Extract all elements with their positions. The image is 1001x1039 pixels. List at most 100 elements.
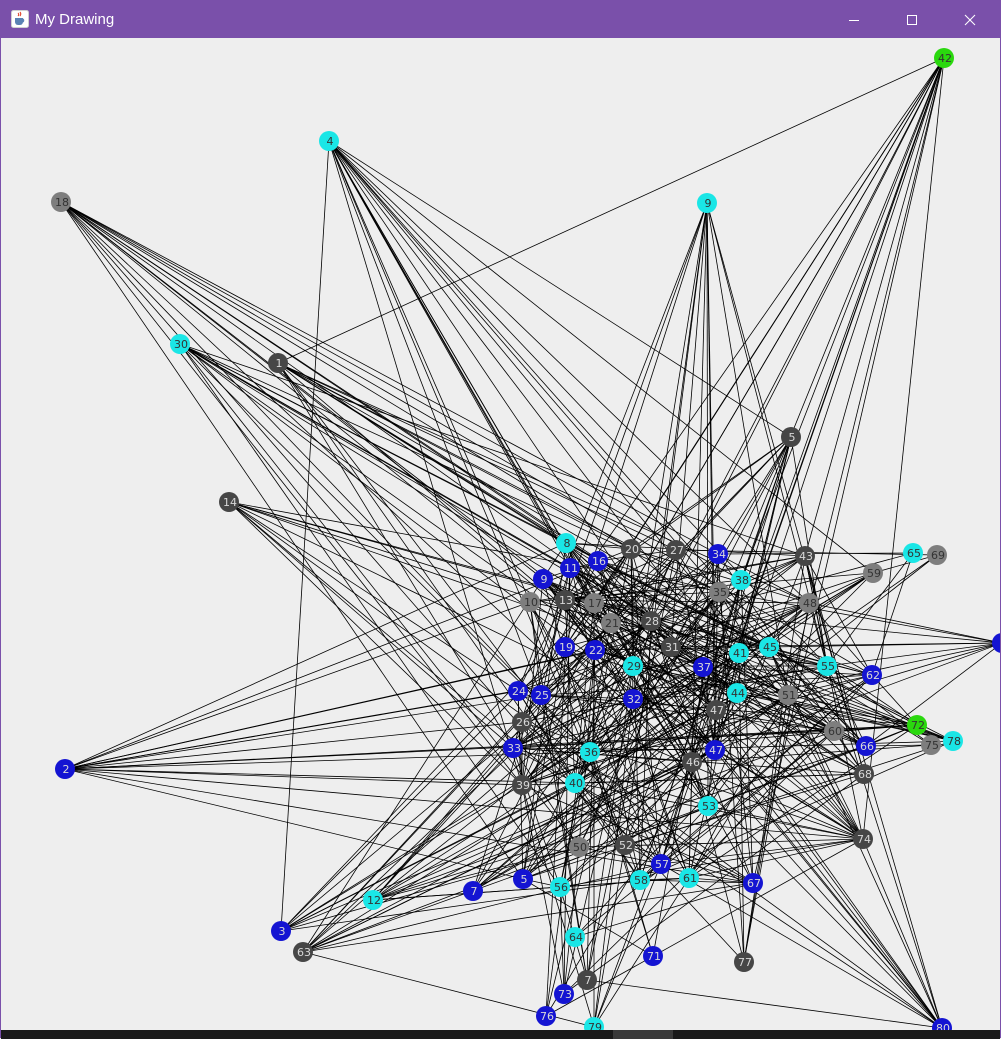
- graph-node[interactable]: 50: [569, 837, 589, 857]
- graph-node[interactable]: 47: [705, 740, 725, 760]
- graph-node[interactable]: 76: [536, 1006, 556, 1026]
- graph-edge: [826, 552, 914, 667]
- graph-node[interactable]: 68: [854, 764, 874, 784]
- graph-node[interactable]: 28: [641, 611, 661, 631]
- graph-node[interactable]: 34: [708, 544, 728, 564]
- minimize-button[interactable]: [825, 1, 883, 38]
- close-button[interactable]: [941, 1, 999, 38]
- maximize-button[interactable]: [883, 1, 941, 38]
- graph-node[interactable]: 36: [580, 742, 600, 762]
- graph-node[interactable]: 14: [219, 492, 239, 512]
- graph-node[interactable]: 58: [630, 870, 650, 890]
- taskbar-highlight: [613, 1030, 673, 1039]
- graph-node[interactable]: 45: [759, 637, 779, 657]
- graph-node[interactable]: 38: [731, 570, 751, 590]
- graph-node[interactable]: 42: [934, 48, 954, 68]
- graph-node[interactable]: 43: [795, 546, 815, 566]
- graph-node[interactable]: 1: [268, 353, 288, 373]
- graph-node[interactable]: 47: [706, 700, 726, 720]
- node-circle: [293, 942, 313, 962]
- graph-edge: [702, 602, 810, 668]
- graph-node[interactable]: 78: [943, 731, 963, 751]
- node-circle: [709, 582, 729, 602]
- graph-node[interactable]: 60: [824, 721, 844, 741]
- graph-node[interactable]: 80: [932, 1018, 952, 1030]
- graph-node[interactable]: 7: [577, 970, 597, 990]
- graph-node[interactable]: 31: [661, 637, 681, 657]
- graph-edge: [280, 666, 704, 932]
- graph-node[interactable]: 48: [799, 593, 819, 613]
- node-circle: [697, 193, 717, 213]
- graph-node[interactable]: 46: [682, 752, 702, 772]
- graph-node[interactable]: 66: [856, 736, 876, 756]
- graph-node[interactable]: 29: [623, 656, 643, 676]
- graph-node[interactable]: 53: [698, 796, 718, 816]
- graph-node[interactable]: 73: [554, 984, 574, 1004]
- graph-node[interactable]: 75: [921, 735, 941, 755]
- graph-node[interactable]: 56: [550, 877, 570, 897]
- graph-node[interactable]: 17: [584, 593, 604, 613]
- node-circle: [992, 633, 1000, 653]
- graph-node[interactable]: 44: [727, 683, 747, 703]
- graph-node[interactable]: 3: [271, 921, 291, 941]
- graph-node[interactable]: 57: [651, 854, 671, 874]
- graph-node[interactable]: 16: [588, 551, 608, 571]
- graph-node[interactable]: 41: [729, 643, 749, 663]
- graph-node[interactable]: 62: [862, 665, 882, 685]
- graph-node[interactable]: 4: [319, 131, 339, 151]
- graph-node[interactable]: 72: [907, 715, 927, 735]
- node-label: 10: [524, 596, 538, 609]
- graph-node[interactable]: 69: [927, 545, 947, 565]
- graph-edge: [565, 542, 693, 763]
- graph-node[interactable]: 55: [817, 656, 837, 676]
- graph-node[interactable]: 59: [863, 563, 883, 583]
- graph-node[interactable]: 61: [679, 868, 699, 888]
- graph-node[interactable]: 13: [555, 590, 575, 610]
- graph-node[interactable]: 18: [51, 192, 71, 212]
- graph-node[interactable]: 65: [903, 543, 923, 563]
- graph-node[interactable]: 71: [643, 946, 663, 966]
- graph-node[interactable]: 67: [743, 873, 763, 893]
- graph-node[interactable]: 79: [584, 1017, 604, 1030]
- graph-node[interactable]: 77: [734, 952, 754, 972]
- graph-node[interactable]: 9: [697, 193, 717, 213]
- graph-edge: [60, 201, 632, 550]
- graph-node[interactable]: 2: [55, 759, 75, 779]
- graph-node[interactable]: 5: [513, 869, 533, 889]
- graph-node[interactable]: 63: [293, 942, 313, 962]
- graph-node[interactable]: 25: [531, 685, 551, 705]
- graph-node[interactable]: 5: [781, 427, 801, 447]
- graph-node[interactable]: 11: [560, 558, 580, 578]
- graph-node[interactable]: 39: [512, 775, 532, 795]
- graph-node[interactable]: 30: [170, 334, 190, 354]
- graph-node[interactable]: 7: [463, 881, 483, 901]
- graph-node[interactable]: 35: [709, 582, 729, 602]
- graph-node[interactable]: 64: [565, 927, 585, 947]
- graph-node[interactable]: 37: [693, 657, 713, 677]
- graph-node[interactable]: 20: [621, 539, 641, 559]
- graph-edge: [586, 549, 677, 981]
- graph-node[interactable]: 19: [555, 637, 575, 657]
- graph-node[interactable]: 51: [778, 685, 798, 705]
- graph-node[interactable]: 27: [666, 540, 686, 560]
- graph-node[interactable]: 26: [512, 712, 532, 732]
- graph-node[interactable]: 33: [503, 738, 523, 758]
- graph-edge: [545, 646, 770, 1017]
- graph-edge: [372, 730, 835, 901]
- graph-node[interactable]: 10: [520, 592, 540, 612]
- graph-node[interactable]: 24: [508, 681, 528, 701]
- graph-node[interactable]: 8: [556, 533, 576, 553]
- graph-node[interactable]: 12: [363, 890, 383, 910]
- graph-node[interactable]: 22: [585, 640, 605, 660]
- graph-node[interactable]: 52: [615, 835, 635, 855]
- graph-node[interactable]: 74: [853, 829, 873, 849]
- graph-node[interactable]: 32: [623, 689, 643, 709]
- title-bar[interactable]: My Drawing: [1, 1, 1000, 38]
- graph-edge: [277, 362, 770, 648]
- graph-node[interactable]: 9: [533, 569, 553, 589]
- graph-node[interactable]: 21: [601, 613, 621, 633]
- graph-edge: [521, 578, 544, 786]
- graph-node[interactable]: 40: [565, 773, 585, 793]
- graph-node[interactable]: 0: [992, 633, 1000, 653]
